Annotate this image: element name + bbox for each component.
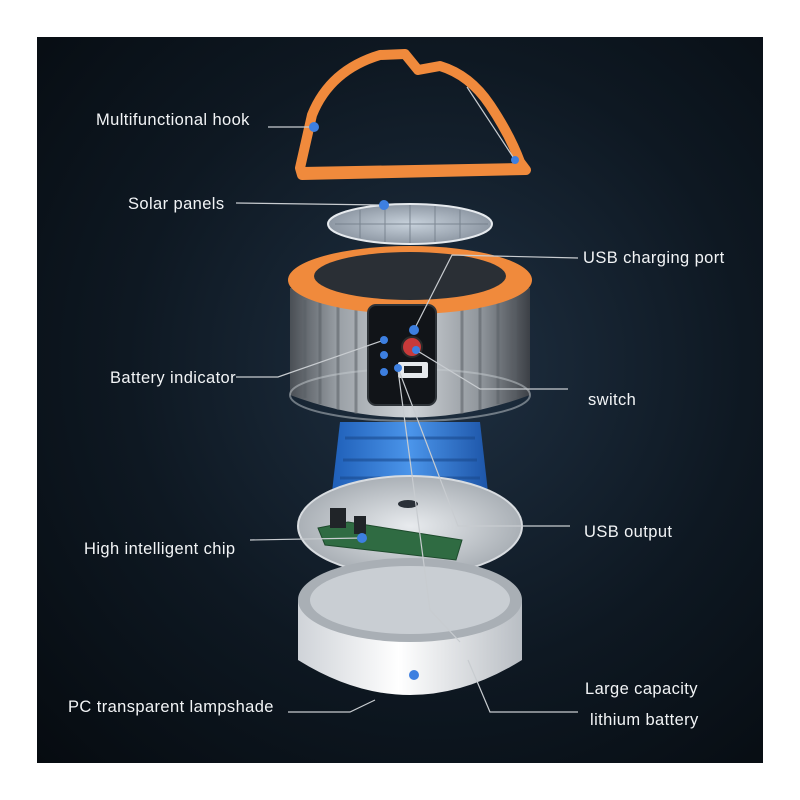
lampshade-part bbox=[298, 558, 522, 695]
hook-part bbox=[295, 49, 531, 180]
label-switch: switch bbox=[588, 391, 637, 409]
marker-battery-3 bbox=[380, 368, 388, 376]
lantern-body-part bbox=[288, 246, 532, 422]
solar-panel-part bbox=[327, 203, 493, 245]
marker-usb-output bbox=[394, 364, 402, 372]
label-chip: High intelligent chip bbox=[84, 540, 236, 558]
label-battery-indicator: Battery indicator bbox=[110, 369, 237, 387]
label-lampshade: PC transparent lampshade bbox=[68, 698, 274, 716]
label-solar-panels: Solar panels bbox=[128, 195, 225, 213]
marker-hook bbox=[309, 122, 319, 132]
marker-solar bbox=[379, 200, 389, 210]
marker-battery-1 bbox=[380, 336, 388, 344]
marker-battery-2 bbox=[380, 351, 388, 359]
marker-hook-end bbox=[511, 156, 519, 164]
marker-usb-charging bbox=[409, 325, 419, 335]
marker-chip bbox=[357, 533, 367, 543]
label-hook: Multifunctional hook bbox=[96, 111, 250, 129]
label-usb-output: USB output bbox=[584, 523, 673, 541]
label-battery-line1: Large capacity bbox=[585, 680, 698, 698]
label-battery-line2: lithium battery bbox=[590, 711, 699, 729]
marker-dots bbox=[309, 122, 519, 680]
marker-switch bbox=[412, 346, 420, 354]
label-usb-charging-port: USB charging port bbox=[583, 249, 725, 267]
leader-lines bbox=[235, 86, 579, 713]
marker-lampshade bbox=[409, 670, 419, 680]
